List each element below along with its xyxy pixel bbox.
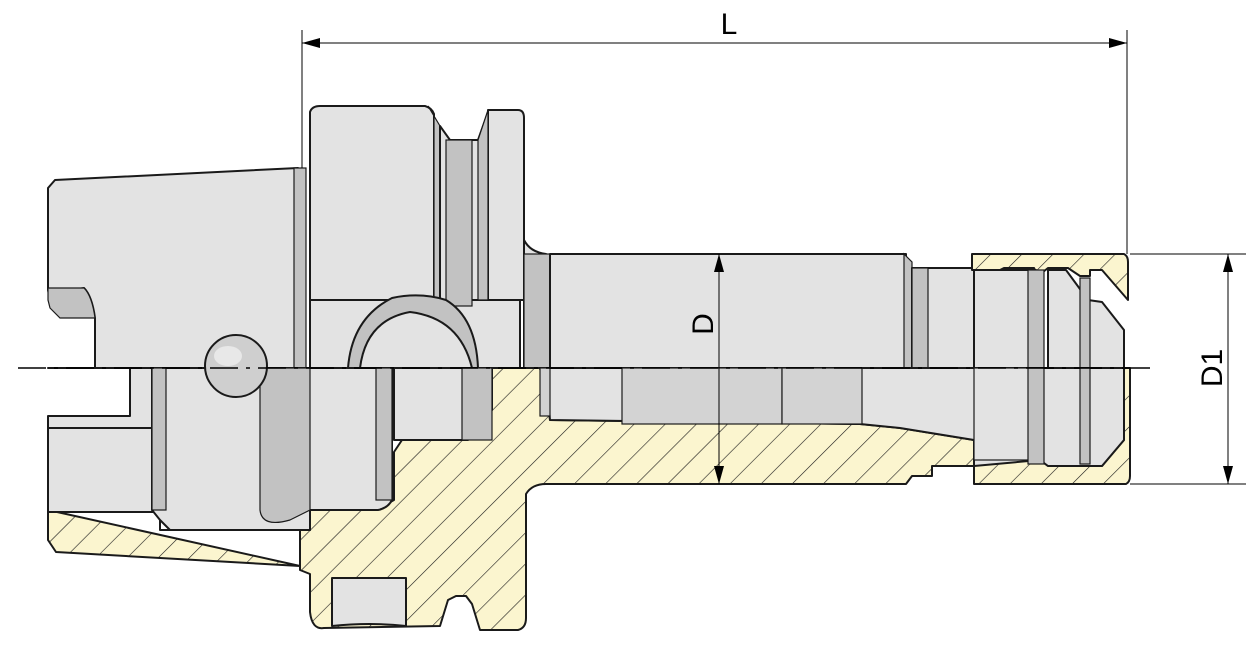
outer-diameter-label: D1 <box>1196 349 1229 387</box>
bore-step-3 <box>781 367 863 425</box>
length-label: L <box>721 8 738 41</box>
fillet-shade <box>523 253 551 369</box>
ball-highlight <box>214 346 242 366</box>
upper-exterior-view <box>47 105 1129 369</box>
coolant-pocket <box>393 367 469 441</box>
arrow-down-d1-icon <box>1223 466 1233 484</box>
dimension-L: L <box>301 8 1128 254</box>
arrow-left-icon <box>302 38 320 48</box>
collet-ring <box>1027 269 1045 369</box>
bore-step-2 <box>621 367 783 425</box>
cavity-shade-2 <box>259 367 311 523</box>
shank-notch <box>47 287 96 319</box>
cavity-shade-3 <box>375 367 393 501</box>
screw-pocket <box>331 577 407 627</box>
groove-right-chamfer <box>477 109 489 301</box>
arrow-right-icon <box>1109 38 1127 48</box>
diameter-label: D <box>687 313 720 335</box>
shank-step-shade <box>293 167 307 369</box>
collet-body-upper <box>973 269 1037 369</box>
flange-upper <box>309 105 435 301</box>
retention-ball <box>204 334 268 398</box>
collet-body-lower <box>973 367 1037 461</box>
taper-shank-upper <box>47 167 299 369</box>
bore-step-1 <box>539 367 551 417</box>
groove-right-wall <box>487 109 525 301</box>
cavity-shade-1 <box>151 367 167 511</box>
arrow-up-icon <box>714 254 724 272</box>
collet-ring-lower <box>1027 367 1045 465</box>
dimension-D: D <box>687 254 724 484</box>
pocket-shade <box>461 367 493 441</box>
dimension-D1: D1 <box>1130 253 1246 485</box>
collet-slit <box>1079 277 1091 369</box>
collet-nut-section-upper <box>971 253 1129 301</box>
lower-section-view <box>47 367 1131 631</box>
arrow-down-icon <box>714 466 724 484</box>
collet-slit-lower <box>1079 367 1091 465</box>
drive-slot-highlight <box>359 311 473 369</box>
groove-bottom <box>445 139 473 307</box>
shaft-end-chamfer <box>903 252 913 369</box>
body-shaft-upper <box>549 253 907 369</box>
shank-lower-face <box>47 427 159 513</box>
neck-groove <box>911 267 929 369</box>
arrow-up-d1-icon <box>1223 254 1233 272</box>
